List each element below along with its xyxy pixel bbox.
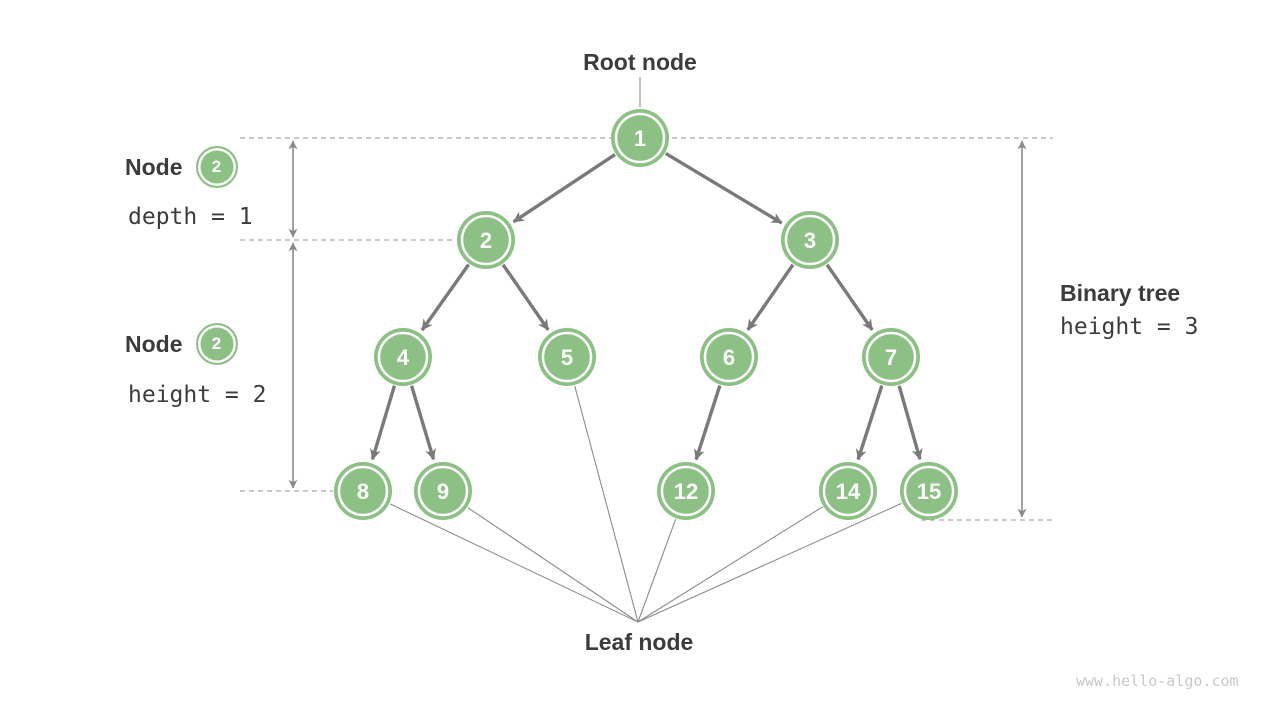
tree-node-value: 3: [804, 228, 816, 253]
tree-node-value: 4: [397, 345, 410, 370]
tree-node: 2: [457, 211, 515, 269]
site-watermark: www.hello-algo.com: [1076, 672, 1239, 690]
tree-node: 7: [862, 328, 920, 386]
tree-node: 8: [334, 462, 392, 520]
legend-tree-height-formula: height = 3: [1060, 314, 1199, 340]
tree-node: 9: [414, 462, 472, 520]
leaf-pointer-line: [637, 502, 902, 623]
leaf-pointer-line: [637, 506, 823, 623]
tree-edge: [664, 151, 783, 225]
tree-node-value: 5: [561, 345, 573, 370]
tree-edge: [512, 153, 616, 224]
legend-depth-node-badge: 2: [195, 146, 238, 188]
legend-node-height-title: Node: [125, 330, 183, 357]
legend-depth-formula: depth = 1: [128, 204, 253, 230]
tree-edge: [370, 385, 397, 461]
tree-edge: [693, 385, 722, 461]
leaf-pointer-line: [467, 507, 639, 623]
tree-node-value: 12: [674, 479, 698, 504]
tree-node-value: 1: [634, 126, 646, 151]
tree-node-value: 6: [723, 345, 735, 370]
leaf-pointer-line: [574, 385, 639, 623]
legend-node-height-node-badge: 2: [195, 323, 238, 365]
root-node-label: Root node: [583, 49, 697, 75]
tree-node-value: 7: [885, 345, 897, 370]
tree-node-value: 2: [480, 228, 492, 253]
tree-edge: [420, 263, 471, 332]
tree-node: 4: [374, 328, 432, 386]
tree-edge: [501, 263, 550, 331]
legend-tree-height-title: Binary tree: [1060, 280, 1181, 306]
tree-edge: [746, 263, 795, 331]
legend-depth: Node 2: [125, 146, 238, 188]
leaf-pointer-line: [389, 503, 639, 623]
tree-edge: [409, 385, 436, 461]
tree-node: 12: [657, 462, 715, 520]
tree-node: 14: [819, 462, 877, 520]
tree-node: 1: [611, 109, 669, 167]
tree-edge: [825, 263, 874, 331]
tree-node-value: 14: [836, 479, 861, 504]
legend-node-height-formula: height = 2: [128, 382, 267, 408]
tree-edge: [897, 385, 923, 460]
leaf-pointer-line: [637, 518, 677, 623]
tree-node-value: 9: [437, 479, 449, 504]
tree-node: 3: [781, 211, 839, 269]
tree-edge: [855, 385, 884, 461]
tree-node: 5: [538, 328, 596, 386]
tree-node: 6: [700, 328, 758, 386]
legend-depth-title: Node: [125, 153, 183, 180]
legend-node-height: Node 2: [125, 323, 238, 365]
tree-node-value: 15: [917, 479, 941, 504]
leaf-node-label: Leaf node: [584, 629, 694, 655]
tree-node: 15: [900, 462, 958, 520]
tree-node-value: 8: [357, 479, 369, 504]
